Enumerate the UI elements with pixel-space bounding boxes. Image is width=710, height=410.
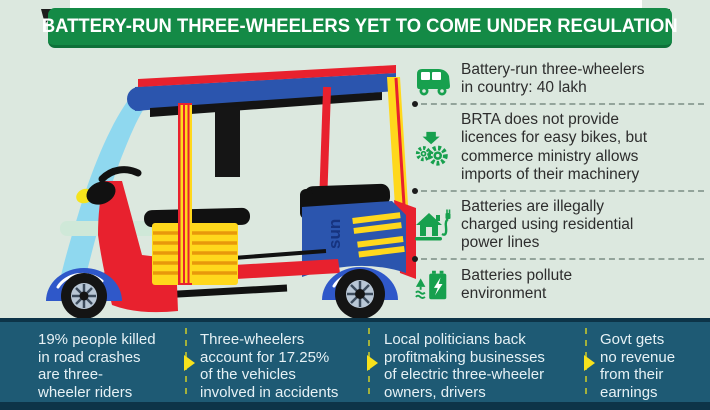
fact-divider xyxy=(412,256,704,263)
stat-divider xyxy=(367,328,378,398)
fact-divider xyxy=(412,101,704,108)
front-wheel xyxy=(61,273,107,319)
arrow-right-icon xyxy=(184,355,195,371)
auto-rickshaw-icon xyxy=(417,69,450,96)
bench-seat xyxy=(144,207,251,228)
rear-wheel xyxy=(335,269,385,319)
headlamp-housing xyxy=(86,181,116,205)
vehicle-brand-label: sun xyxy=(325,219,344,249)
house-charging-icon xyxy=(415,209,451,241)
handlebar xyxy=(98,166,142,183)
rear-yellow-stripes xyxy=(352,212,405,258)
stat-divider xyxy=(184,328,195,398)
stat-divider xyxy=(584,328,595,398)
fact-text: BRTA does not provide licences for easy … xyxy=(461,111,648,183)
rear-seat xyxy=(303,183,391,209)
easy-bike-illustration: sun xyxy=(46,65,416,319)
battery-pollution-icon xyxy=(415,270,447,300)
fact-text: Batteries are illegally charged using re… xyxy=(461,197,634,251)
arrow-right-icon xyxy=(584,355,595,371)
fact-text: Batteries pollute environment xyxy=(461,267,573,303)
bench-stripes xyxy=(153,231,237,275)
fact-item: Battery-run three-wheelers in country: 4… xyxy=(412,56,704,102)
roof-blue-band xyxy=(135,73,396,111)
stats-bar: 19% people killed in road crashes are th… xyxy=(0,318,710,410)
stat-no-revenue: Govt gets no revenue from their earnings xyxy=(600,331,676,402)
bottom-bar xyxy=(159,284,288,299)
fact-text: Battery-run three-wheelers in country: 4… xyxy=(461,61,645,97)
header-ribbon: BATTERY-RUN THREE-WHEELERS YET TO COME U… xyxy=(42,8,678,48)
mid-post xyxy=(318,86,332,208)
page-title: BATTERY-RUN THREE-WHEELERS YET TO COME U… xyxy=(42,15,678,37)
stat-road-crash-deaths: 19% people killed in road crashes are th… xyxy=(38,331,156,402)
fact-item: Batteries are illegally charged using re… xyxy=(412,193,704,257)
rear-post-stripe xyxy=(394,77,406,206)
roof-red-trim xyxy=(138,65,396,87)
stat-accident-share: Three-wheelers account for 17.25% of the… xyxy=(200,331,339,402)
arrow-right-icon xyxy=(367,355,378,371)
curtain-panel xyxy=(215,107,240,177)
front-post-stripes xyxy=(180,105,192,283)
facts-panel: Battery-run three-wheelers in country: 4… xyxy=(412,56,704,309)
fact-item: Batteries pollute environment xyxy=(412,261,704,309)
fact-divider xyxy=(412,187,704,194)
stat-politicians-backing: Local politicians back profitmaking busi… xyxy=(384,331,545,402)
import-gears-icon xyxy=(415,131,448,166)
fact-item: BRTA does not provide licences for easy … xyxy=(412,106,704,189)
